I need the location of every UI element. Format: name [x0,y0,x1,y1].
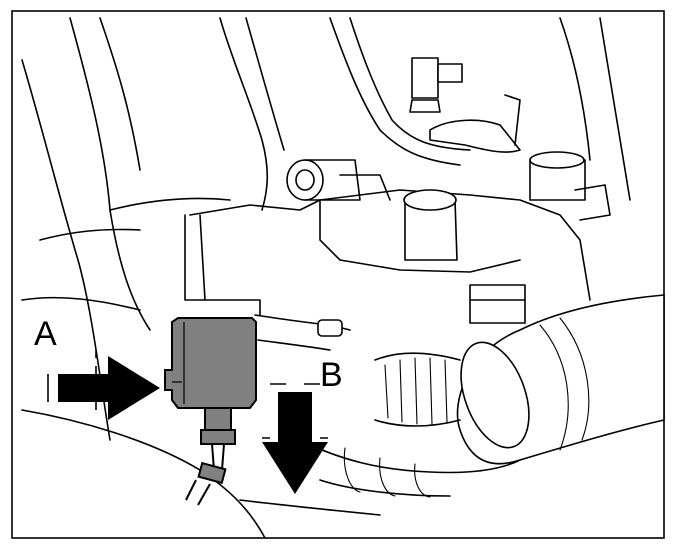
engine-background [21,17,665,539]
label-a: A [34,315,57,353]
label-b: B [320,356,343,394]
sensor-connector [164,317,257,506]
arrow-right-icon [47,350,160,420]
arrow-down-icon [262,383,328,494]
bolt-icon [411,57,439,99]
diagram-frame [11,10,665,539]
